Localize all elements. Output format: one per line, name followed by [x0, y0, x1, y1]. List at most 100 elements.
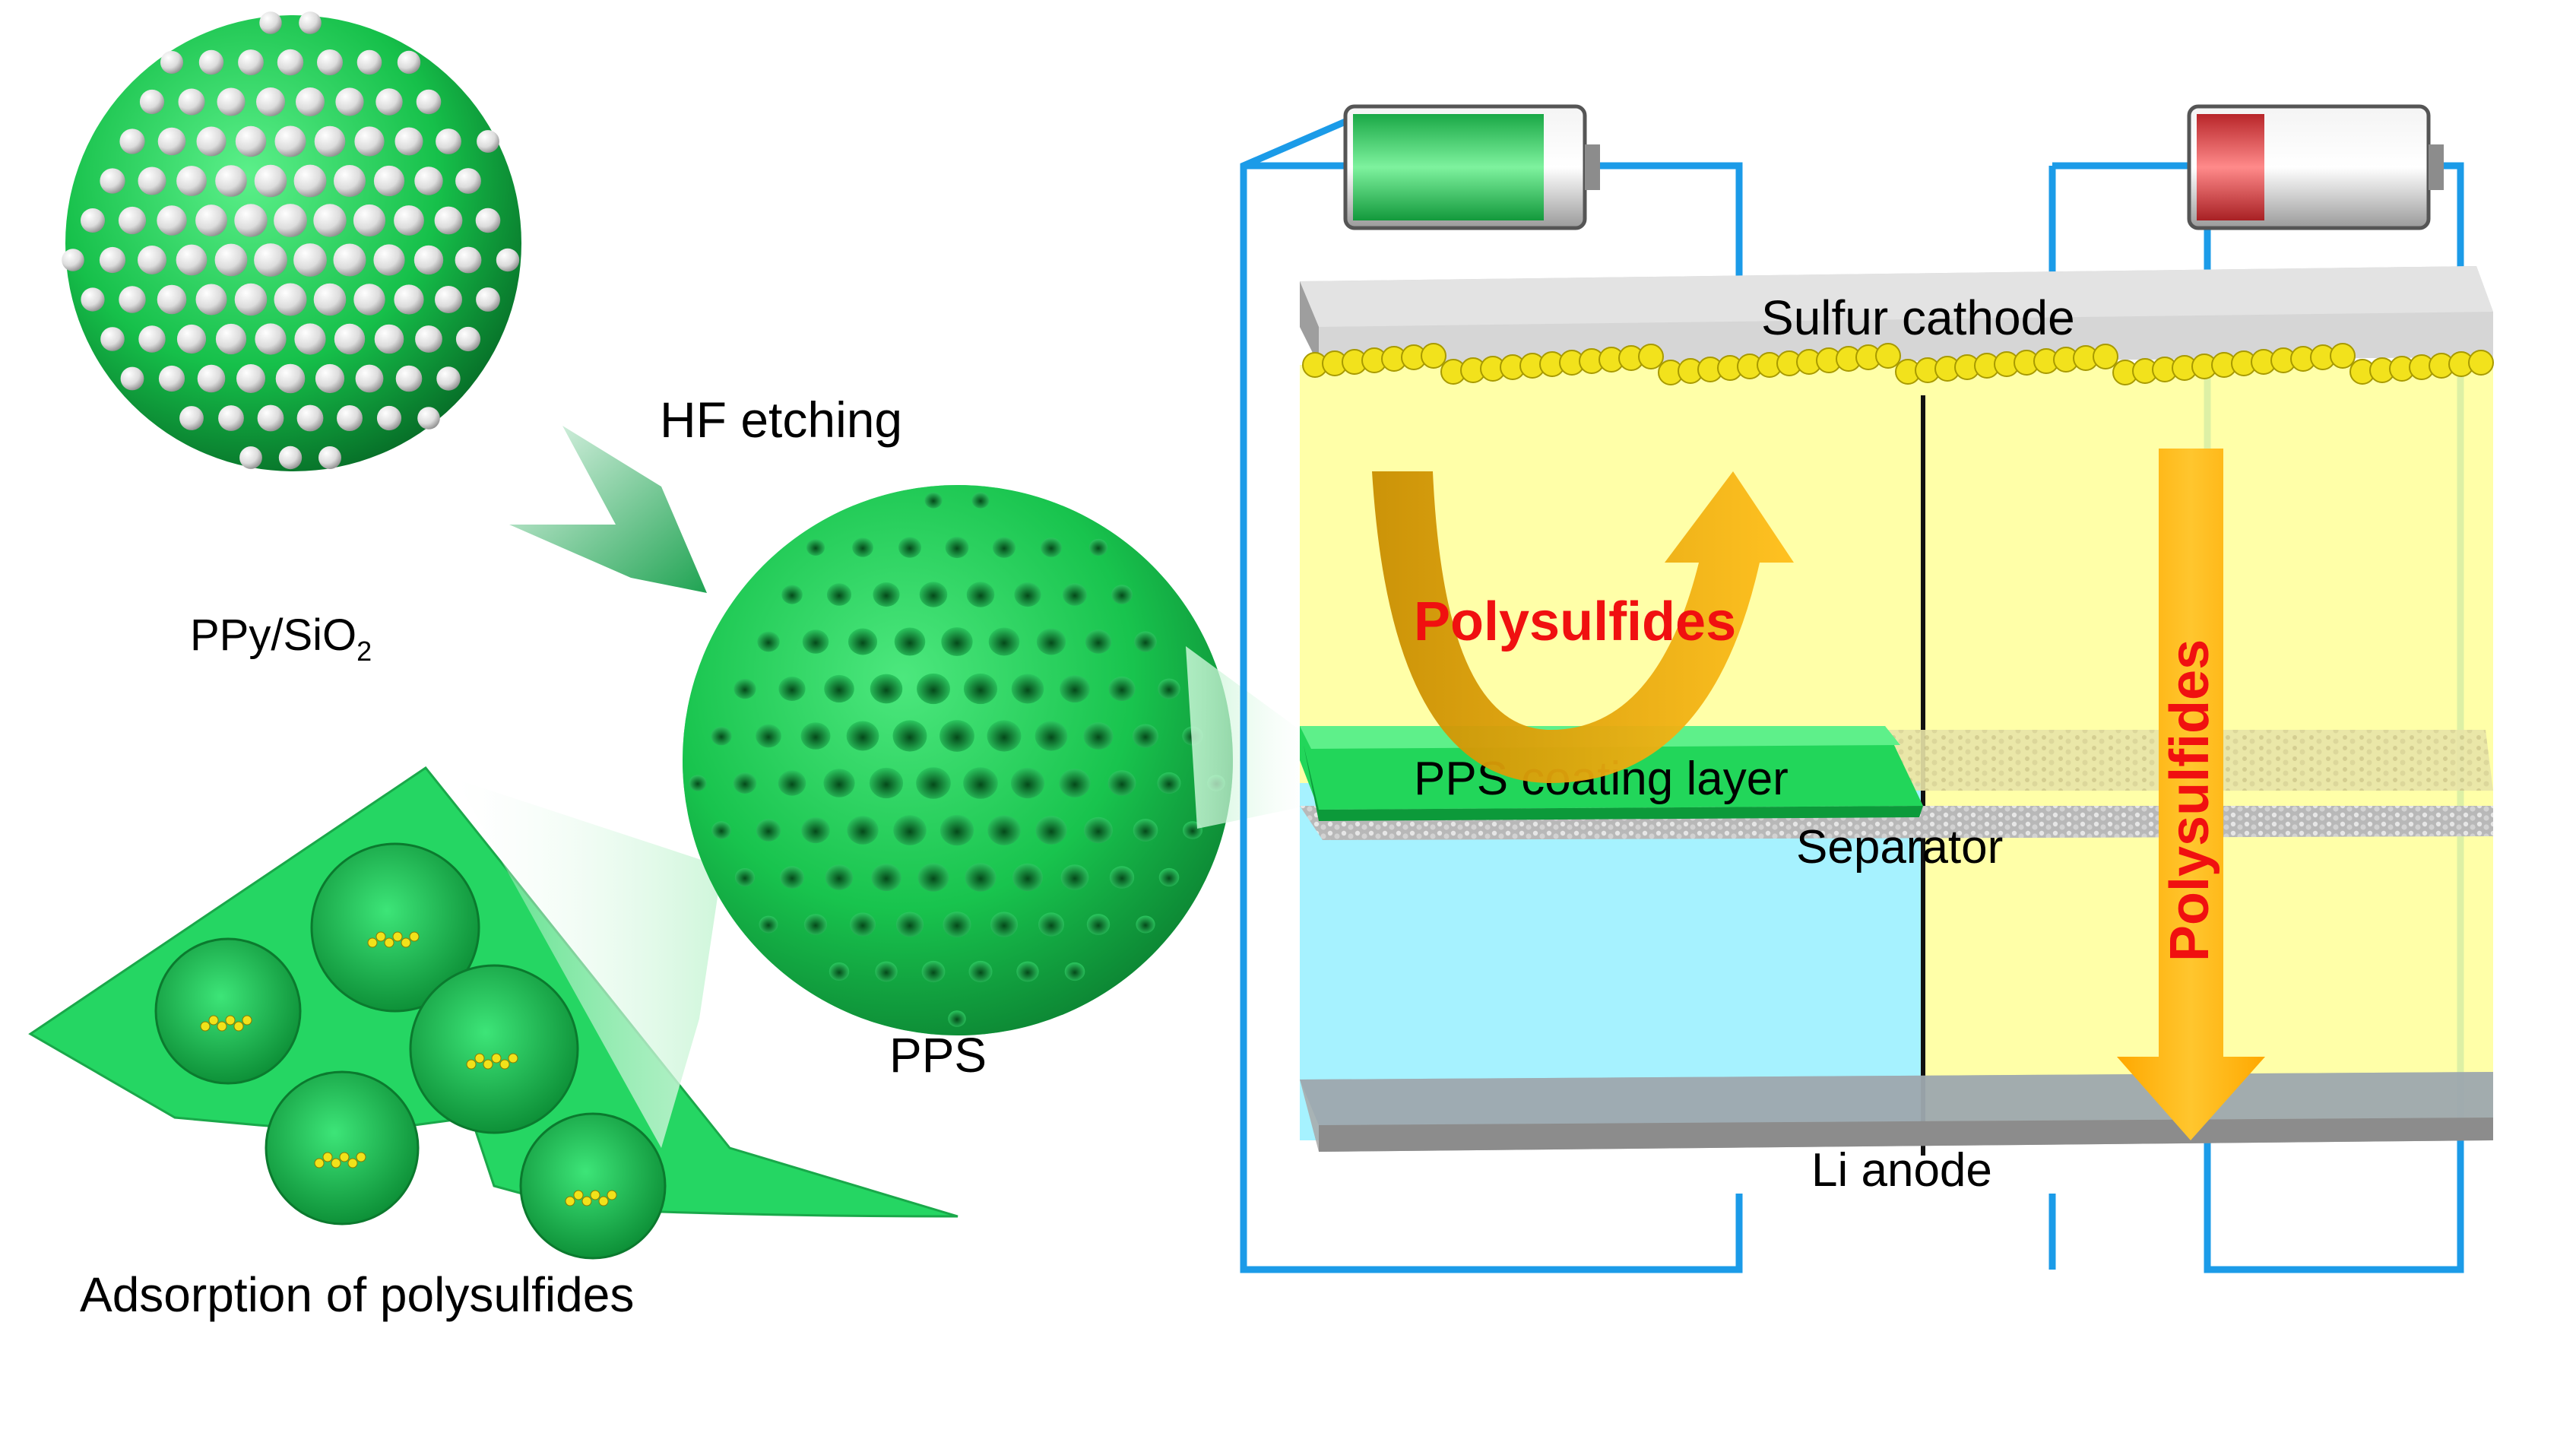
polysulfide-atom — [508, 1053, 518, 1064]
pore-cup — [519, 1112, 667, 1260]
silica-bead — [318, 446, 341, 469]
silica-bead — [476, 287, 500, 312]
silica-bead — [394, 205, 424, 236]
pore — [870, 674, 903, 704]
pore — [1014, 582, 1041, 607]
silica-bead — [62, 249, 84, 271]
silica-bead — [214, 243, 248, 277]
silica-bead — [334, 165, 366, 197]
pore — [1016, 961, 1039, 982]
pore — [924, 492, 943, 509]
pore — [781, 585, 803, 604]
pore — [806, 539, 825, 556]
pore — [987, 720, 1022, 752]
pore — [943, 912, 971, 937]
pore — [873, 582, 900, 607]
polysulfide-atom — [322, 1152, 333, 1162]
pore — [801, 816, 830, 844]
silica-bead — [314, 125, 346, 157]
polysulfide-atom — [384, 937, 394, 948]
silica-beads — [62, 11, 520, 470]
pore — [825, 864, 854, 890]
silica-bead — [255, 323, 287, 355]
pore — [824, 674, 854, 703]
ppy-sio2-sphere — [62, 11, 521, 471]
pore — [1060, 864, 1089, 890]
silica-bead — [160, 51, 183, 74]
pore — [711, 726, 732, 746]
silica-bead — [158, 365, 185, 392]
silica-bead — [373, 165, 405, 197]
polysulfide-atom — [499, 1059, 510, 1070]
pore — [757, 631, 780, 652]
silica-bead — [435, 286, 462, 313]
silica-bead — [313, 204, 347, 237]
polysulfide-atom — [491, 1053, 502, 1064]
silica-bead — [376, 405, 402, 431]
silica-bead — [436, 128, 461, 154]
pore — [1011, 674, 1044, 704]
pore — [1035, 721, 1068, 751]
pore — [846, 721, 879, 751]
silica-bead — [138, 246, 166, 274]
pore — [971, 492, 990, 509]
polysulfide-atom — [607, 1190, 617, 1200]
polysulfide-atom — [375, 931, 386, 942]
pore — [778, 677, 806, 701]
pore — [963, 673, 998, 705]
pore — [919, 582, 948, 607]
silica-bead — [296, 404, 324, 432]
silica-bead — [118, 206, 147, 235]
pore — [1036, 628, 1066, 655]
silica-bead — [195, 284, 227, 315]
sulfur-cathode-label: Sulfur cathode — [1761, 290, 2075, 345]
silica-bead — [254, 243, 287, 277]
polysulfide-atom — [401, 937, 411, 948]
silica-bead — [354, 126, 385, 157]
silica-bead — [157, 284, 187, 315]
silica-bead — [293, 243, 327, 277]
pore — [1012, 863, 1043, 892]
pore — [1158, 678, 1180, 699]
pore — [802, 629, 829, 654]
silica-bead — [119, 128, 145, 154]
pore — [941, 627, 973, 656]
polysulfide-atom — [225, 1015, 236, 1026]
silica-bead — [176, 244, 208, 276]
shuttle-suppressed-arrow — [1372, 471, 1794, 783]
polysulfide-atom — [581, 1196, 592, 1206]
pore — [1035, 816, 1067, 845]
pore — [893, 815, 927, 845]
adsorption-label: Adsorption of polysulfides — [80, 1267, 634, 1322]
silica-bead — [277, 49, 304, 76]
pore — [756, 724, 781, 748]
silica-bead — [414, 166, 443, 195]
pore — [895, 912, 924, 937]
pore — [871, 863, 901, 892]
pore-cup — [265, 1070, 420, 1225]
silica-bead — [195, 205, 227, 236]
silica-bead — [417, 407, 440, 430]
pore — [800, 722, 831, 750]
pore — [850, 912, 876, 937]
silica-bead — [334, 323, 366, 355]
silica-bead — [278, 445, 303, 470]
pore — [917, 863, 949, 892]
sulfur-particle — [2468, 350, 2494, 376]
silica-bead — [274, 125, 306, 157]
polysulfide-atom — [217, 1021, 227, 1032]
silica-bead — [355, 364, 384, 393]
silica-bead — [234, 204, 268, 237]
polysulfide-atom — [367, 937, 378, 948]
pore — [1083, 722, 1114, 750]
pore — [1133, 819, 1158, 842]
sulfur-particle — [2330, 343, 2356, 369]
separator-label: Separator — [1796, 821, 2003, 874]
pore-cups — [154, 842, 667, 1260]
polysulfide-atom — [331, 1158, 341, 1168]
pore — [756, 819, 781, 842]
sulfur-particle — [1875, 343, 1901, 369]
silica-bead — [236, 364, 265, 393]
pore — [1059, 769, 1091, 797]
silica-bead — [293, 164, 327, 198]
